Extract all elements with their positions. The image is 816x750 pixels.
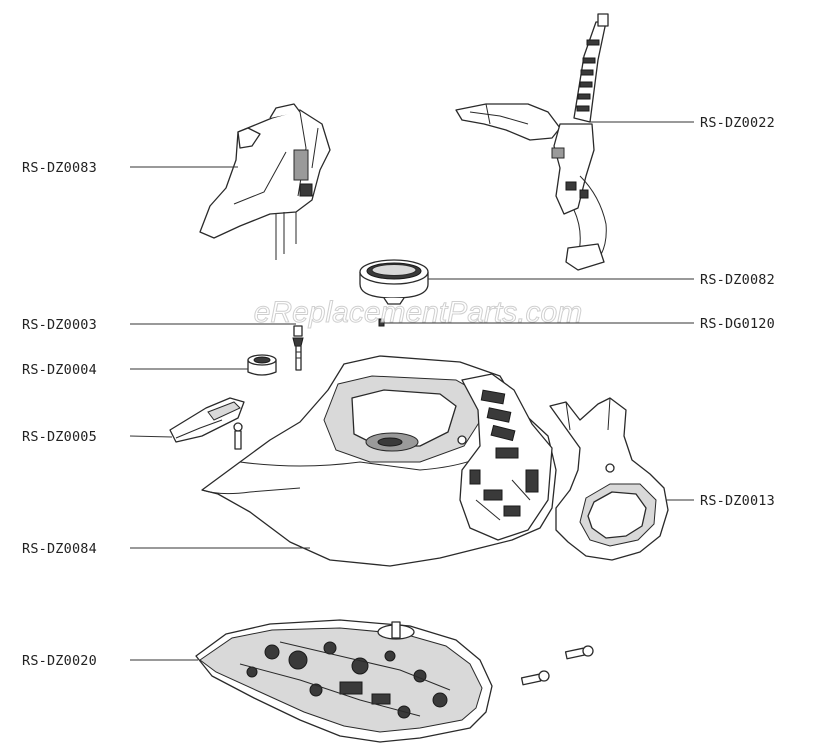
callout-dg0120: RS-DG0120 bbox=[700, 316, 775, 332]
leader-dz0005 bbox=[129, 435, 173, 438]
callout-dz0083: RS-DZ0083 bbox=[22, 160, 97, 176]
part-dz0013-rear-cover bbox=[549, 397, 669, 561]
part-dz0084-iron-housing bbox=[201, 355, 557, 567]
part-dz0022-steam-tube-assembly bbox=[455, 13, 609, 271]
callout-dz0020: RS-DZ0020 bbox=[22, 653, 97, 669]
part-dz0083-handle-bracket bbox=[199, 103, 331, 260]
callout-dz0003: RS-DZ0003 bbox=[22, 317, 97, 333]
part-dz0020-screw-1 bbox=[564, 645, 594, 660]
part-dz0082-dial-knob bbox=[359, 259, 429, 305]
callout-dz0022: RS-DZ0022 bbox=[700, 115, 775, 131]
callout-dz0082: RS-DZ0082 bbox=[700, 272, 775, 288]
part-dz0020-soleplate bbox=[195, 619, 594, 743]
part-dz0005-button-cover bbox=[169, 397, 245, 450]
callout-labels: RS-DZ0083 RS-DZ0022 RS-DZ0082 RS-DZ0003 … bbox=[22, 115, 775, 669]
callout-dz0005: RS-DZ0005 bbox=[22, 429, 97, 445]
part-dz0003-valve-pin bbox=[292, 325, 304, 371]
callout-dz0004: RS-DZ0004 bbox=[22, 362, 97, 378]
part-dz0004-seal-ring bbox=[247, 354, 277, 376]
part-dz0020-screw-2 bbox=[520, 670, 550, 686]
watermark-text: eReplacementParts.com bbox=[254, 296, 582, 329]
callout-dz0013: RS-DZ0013 bbox=[700, 493, 775, 509]
leader-lines bbox=[129, 121, 694, 661]
callout-dz0084: RS-DZ0084 bbox=[22, 541, 97, 557]
